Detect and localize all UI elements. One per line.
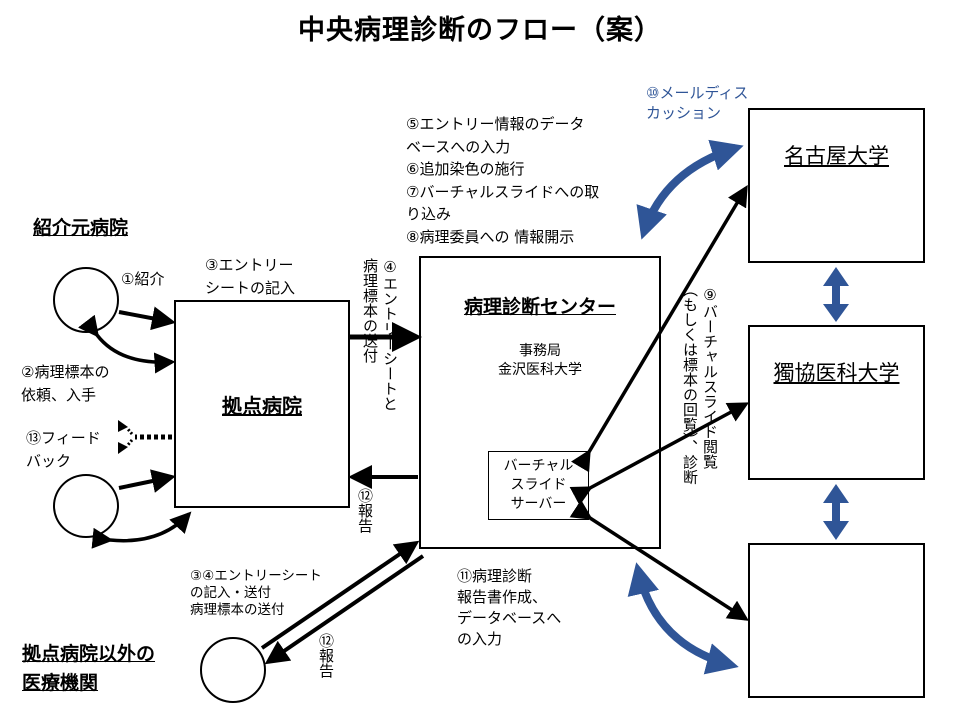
feedback-arrowhead-upper: [118, 420, 128, 432]
blue-arrow-dokkyo-third: [823, 484, 849, 540]
step-3-label: ③エントリー シートの記入: [205, 256, 296, 297]
feedback-arrowhead-lower: [118, 442, 128, 454]
step-1-label: ①紹介: [121, 270, 165, 288]
other-institution-circle[interactable]: [200, 637, 266, 703]
blue-arrow-nagoya-dokkyo: [823, 267, 849, 322]
arrow-step-12-lower: [264, 554, 425, 665]
step-12-upper-label: ⑫報告: [356, 488, 374, 533]
arrow-circle2-curved: [91, 511, 192, 549]
feedback-branch-lower: [125, 439, 134, 447]
nagoya-label: 名古屋大学: [784, 144, 889, 168]
vs-server-label: バーチャル スライド サーバー: [503, 458, 574, 512]
third-university-box[interactable]: [748, 543, 925, 698]
step-5-8-label: ⑤エントリー情報のデータ ベースへの入力 ⑥追加染色の施行 ⑦バーチャルスライド…: [406, 115, 600, 246]
feedback-branch-upper: [125, 427, 134, 435]
referring-hospital-circle-2[interactable]: [53, 474, 119, 538]
step-13-label: ⑬フィード バック: [26, 429, 101, 470]
arrow-circle2-to-base: [118, 469, 176, 493]
blue-arrow-discussion-upper: [636, 139, 744, 240]
step-3-4-label: ③④エントリーシート の記入・送付 病理標本の送付: [190, 568, 322, 618]
diagram-title: 中央病理診断のフロー（案）: [298, 15, 662, 46]
dokkyo-label: 獨協医科大学: [773, 361, 900, 385]
step-11-label: ⑪病理診断 報告書作成、 データベースへ の入力: [457, 567, 562, 648]
base-hospital-label: 拠点病院: [222, 394, 302, 418]
step-12-lower-label: ⑫報告: [317, 633, 335, 678]
nagoya-box[interactable]: 名古屋大学: [748, 108, 925, 263]
arrow-step-3-4: [260, 540, 420, 650]
center-sub-label: 事務局 金沢医科大学: [498, 343, 582, 378]
arrow-server-nagoya: [571, 184, 748, 473]
base-hospital-box[interactable]: 拠点病院: [174, 300, 350, 508]
dokkyo-box[interactable]: 獨協医科大学: [748, 325, 925, 480]
blue-arrow-discussion-lower: [627, 562, 739, 675]
referring-hospital-heading: 紹介元病院: [33, 217, 129, 239]
arrow-step-1: [118, 306, 176, 331]
other-institutions-heading: 拠点病院以外の 医療機関: [22, 643, 156, 694]
arrow-server-dokkyo: [569, 402, 750, 506]
arrow-step-2: [78, 314, 176, 374]
arrow-server-third: [569, 499, 749, 621]
step-10-label: ⑩メールディス カッション: [646, 84, 749, 122]
